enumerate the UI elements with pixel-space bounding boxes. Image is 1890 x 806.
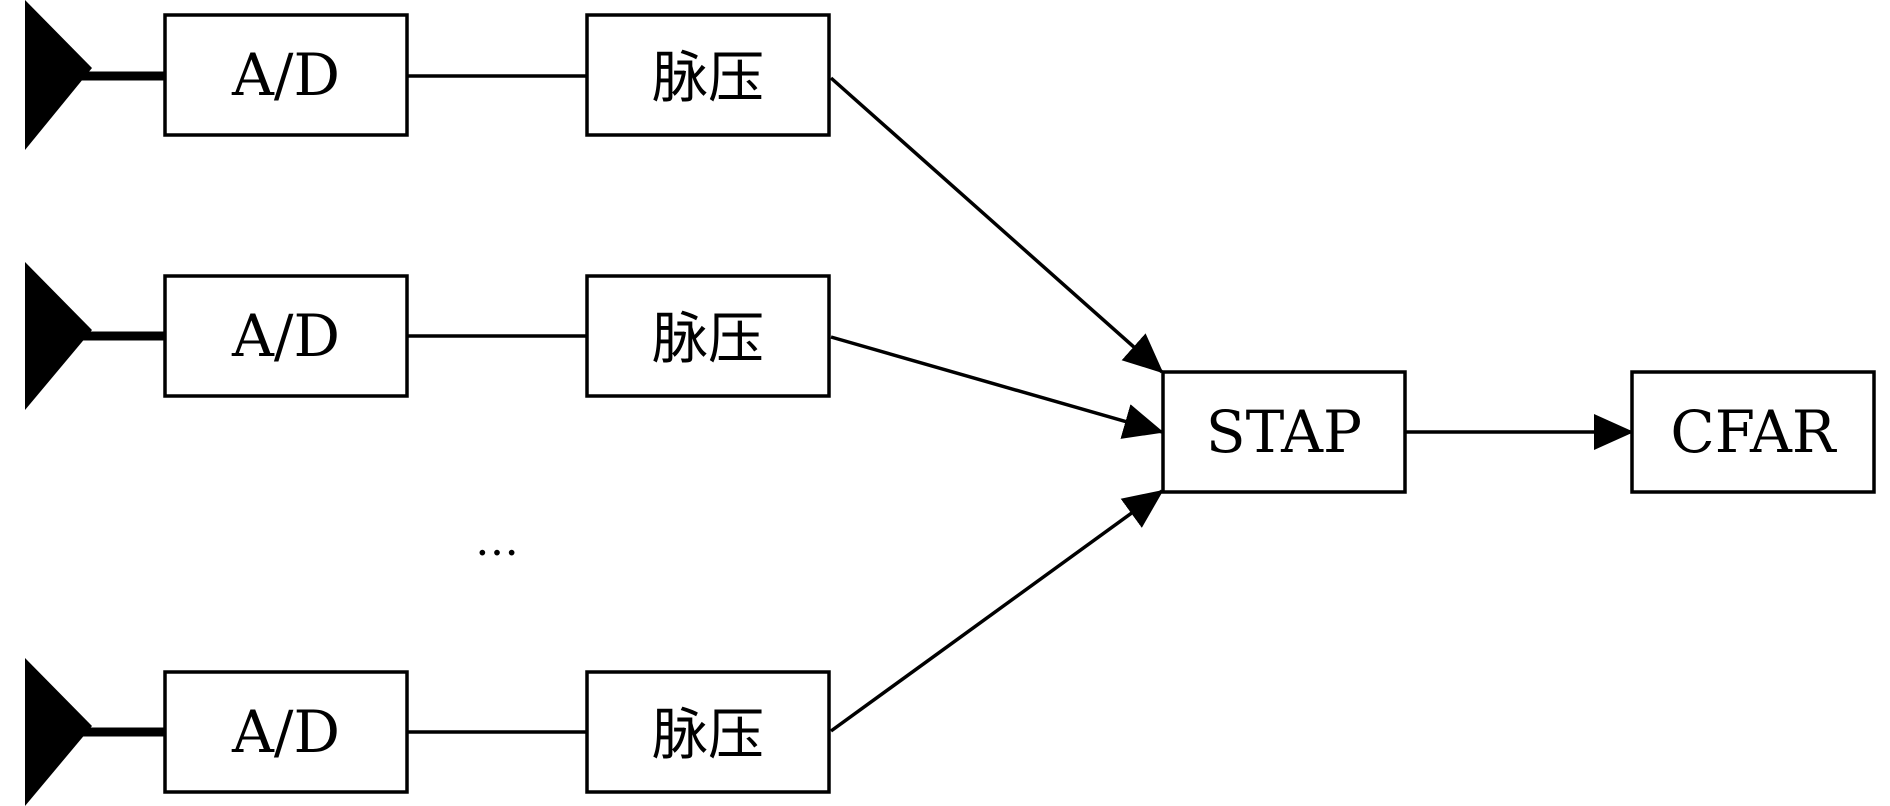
adc-block: A/D <box>163 274 409 398</box>
pulse-compression-label: 脉压 <box>652 46 764 111</box>
pulse-compression-label: 脉压 <box>652 307 764 372</box>
arrow-to-stap <box>829 489 1164 733</box>
cfar-label: CFAR <box>1670 398 1837 466</box>
channel-n: A/D 脉压 <box>25 658 831 806</box>
pulse-compression-block: 脉压 <box>585 670 831 794</box>
adc-label: A/D <box>231 41 340 109</box>
pulse-compression-block: 脉压 <box>585 13 831 137</box>
stap-block: STAP <box>1161 370 1407 494</box>
arrow-to-stap <box>830 335 1164 439</box>
channel-2: A/D 脉压 <box>25 262 831 410</box>
pulse-compression-block: 脉压 <box>585 274 831 398</box>
pulse-compression-label: 脉压 <box>652 703 764 768</box>
antenna-icon <box>25 0 165 150</box>
ellipsis-label: … <box>475 515 519 566</box>
channel-1: A/D 脉压 <box>25 0 831 150</box>
arrow-to-stap <box>829 76 1164 374</box>
stap-label: STAP <box>1206 398 1362 466</box>
adc-label: A/D <box>231 698 340 766</box>
cfar-block: CFAR <box>1630 370 1876 494</box>
adc-label: A/D <box>231 302 340 370</box>
adc-block: A/D <box>163 670 409 794</box>
adc-block: A/D <box>163 13 409 137</box>
antenna-icon <box>25 262 165 410</box>
antenna-icon <box>25 658 165 806</box>
